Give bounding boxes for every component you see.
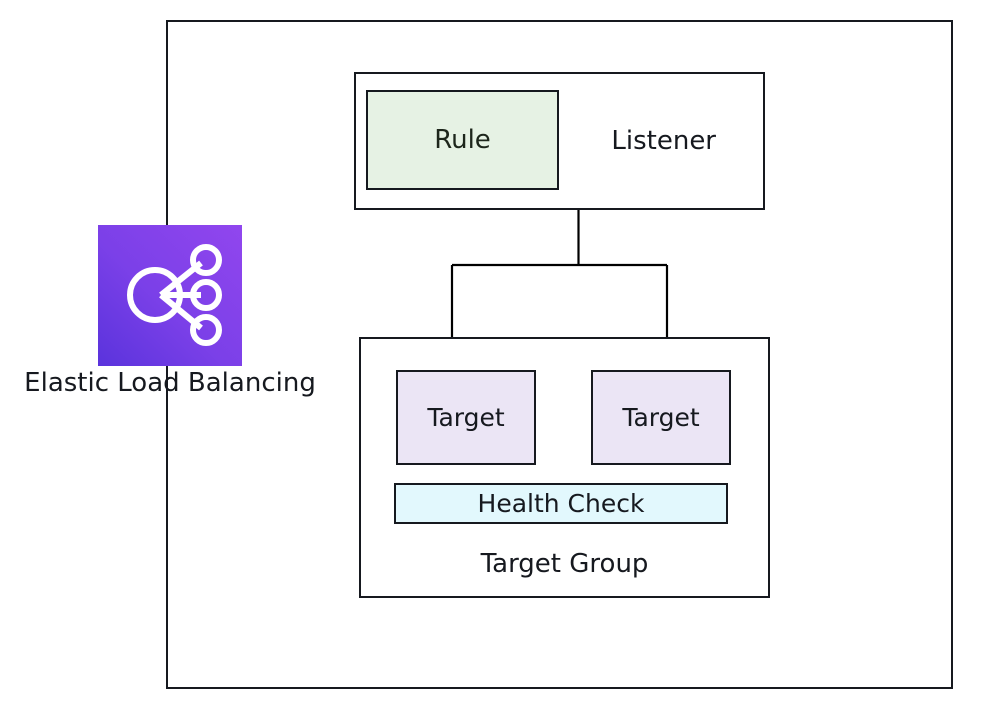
health-check-node[interactable]: Health Check xyxy=(394,483,728,524)
health-check-label: Health Check xyxy=(477,489,645,518)
elastic-load-balancing-icon xyxy=(98,225,242,366)
listener-label: Listener xyxy=(611,126,716,156)
target-label-1: Target xyxy=(427,403,505,432)
target-node-1[interactable]: Target xyxy=(396,370,536,465)
target-group-label: Target Group xyxy=(480,549,649,579)
target-label-2: Target xyxy=(622,403,700,432)
elastic-load-balancing-label: Elastic Load Balancing xyxy=(24,368,316,398)
target-node-2[interactable]: Target xyxy=(591,370,731,465)
rule-label: Rule xyxy=(434,125,491,155)
rule-node[interactable]: Rule xyxy=(366,90,559,190)
